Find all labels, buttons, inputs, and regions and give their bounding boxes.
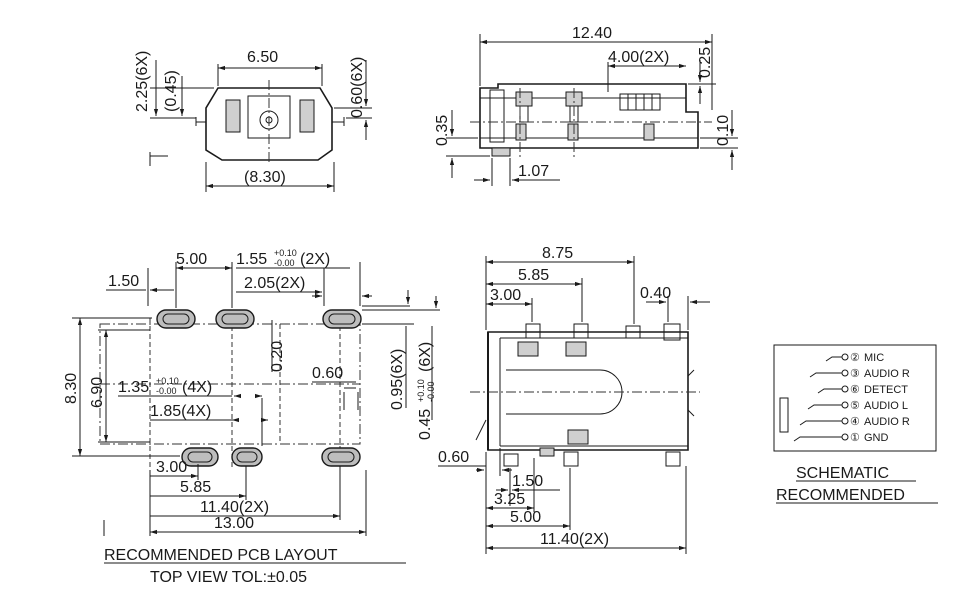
schematic-pin-number: ② bbox=[850, 352, 860, 364]
bottom-view: 8.75 5.85 3.00 0.40 0.60 1.50 3.25 5. bbox=[438, 245, 710, 554]
schematic-pin-terminal bbox=[841, 433, 849, 441]
dim-12-40: 12.40 bbox=[572, 25, 612, 42]
dim-pcb-1-35-tol-minus: -0.00 bbox=[156, 386, 177, 396]
dim-bv-0-40: 0.40 bbox=[640, 285, 671, 302]
dim-1-07: 1.07 bbox=[518, 163, 549, 180]
schematic-caption-sub: RECOMMENDED bbox=[776, 487, 905, 504]
schematic-pin-lead bbox=[793, 436, 842, 442]
dim-pcb-11-40-2x: 11.40(2X) bbox=[200, 499, 269, 516]
dim-pcb-1-55-tol-minus: -0.00 bbox=[274, 258, 295, 268]
dim-4-00-2x: 4.00(2X) bbox=[608, 49, 669, 66]
pcb-layout-view: 1.50 5.00 1.55 +0.10 -0.00 (2X) 2.05(2X)… bbox=[63, 248, 440, 586]
dim-pcb-0-45-count: (6X) bbox=[417, 342, 434, 372]
dim-pcb-1-35-count: (4X) bbox=[182, 379, 212, 396]
dim-pcb-1-55-count: (2X) bbox=[300, 251, 330, 268]
schematic-pin-lead bbox=[799, 420, 842, 426]
top-right-side-view: 12.40 4.00(2X) 0.25 0.10 0.35 1.07 bbox=[434, 25, 738, 186]
dim-0-10: 0.10 bbox=[715, 115, 732, 146]
dim-0-35: 0.35 bbox=[434, 115, 451, 146]
schematic-pin-terminal bbox=[841, 401, 849, 409]
schematic-frame bbox=[773, 344, 937, 452]
dim-bv-1-50: 1.50 bbox=[512, 473, 543, 490]
schematic-pin-row: ⑥ DETECT bbox=[817, 384, 908, 396]
pcb-pad-top-2 bbox=[215, 309, 255, 329]
schematic-jack bbox=[779, 397, 789, 433]
schematic-pin-list: ② MIC ③ AUDIO R ⑥ DETECT ⑤ AUDIO L ④ AUDIO R ① GND bbox=[793, 352, 910, 444]
dim-pcb-1-35: 1.35 bbox=[118, 379, 149, 396]
dim-bv-3-25: 3.25 bbox=[494, 491, 525, 508]
schematic-pin-label: DETECT bbox=[864, 384, 908, 396]
schematic-pin-label: AUDIO R bbox=[864, 416, 910, 428]
dim-0-45: (0.45) bbox=[163, 70, 180, 112]
schematic-pin-terminal bbox=[841, 369, 849, 377]
dim-pcb-1-55: 1.55 bbox=[236, 251, 267, 268]
dim-pcb-0-95-6x: 0.95(6X) bbox=[389, 349, 406, 410]
dim-pcb-0-45-tol-minus: -0.00 bbox=[426, 381, 436, 402]
top-left-end-view: 6.50 2.25(6X) (0.45) 0.60(6X) (8.30) bbox=[134, 49, 372, 192]
schematic-pin-lead bbox=[807, 404, 842, 410]
dim-pcb-0-45: 0.45 bbox=[417, 409, 434, 440]
pcb-pad-bottom-2 bbox=[231, 447, 263, 467]
dim-bv-11-40-2x: 11.40(2X) bbox=[540, 531, 609, 548]
pcb-caption-tolerance: TOP VIEW TOL:±0.05 bbox=[150, 569, 307, 586]
pcb-caption-title: RECOMMENDED PCB LAYOUT bbox=[104, 547, 338, 564]
dim-pcb-0-20: 0.20 bbox=[269, 341, 286, 372]
dim-pcb-8-30: 8.30 bbox=[63, 373, 80, 404]
schematic-caption-title: SCHEMATIC bbox=[796, 465, 889, 482]
schematic-pin-terminal bbox=[841, 353, 849, 361]
dim-2-25-6x: 2.25(6X) bbox=[134, 51, 151, 112]
schematic-pin-row: ④ AUDIO R bbox=[799, 416, 910, 428]
dim-pcb-2-05-2x: 2.05(2X) bbox=[244, 275, 305, 292]
pcb-pad-top-3 bbox=[322, 309, 362, 329]
dim-pcb-0-60: 0.60 bbox=[312, 365, 343, 382]
dim-bv-5-00: 5.00 bbox=[510, 509, 541, 526]
schematic-pin-label: AUDIO L bbox=[864, 400, 908, 412]
schematic-pin-number: ⑥ bbox=[850, 384, 860, 396]
schematic-pin-row: ① GND bbox=[793, 432, 889, 444]
dim-bv-3-00: 3.00 bbox=[490, 287, 521, 304]
schematic-pin-terminal bbox=[841, 385, 849, 393]
schematic-pin-lead bbox=[825, 356, 842, 362]
dim-bv-0-60: 0.60 bbox=[438, 449, 469, 466]
schematic-pin-label: MIC bbox=[864, 352, 884, 364]
dim-pcb-5-85: 5.85 bbox=[180, 479, 211, 496]
dim-0-25: 0.25 bbox=[697, 47, 714, 78]
dim-pcb-5-00: 5.00 bbox=[176, 251, 207, 268]
schematic-pin-number: ① bbox=[850, 432, 860, 444]
schematic-pin-number: ③ bbox=[850, 368, 860, 380]
schematic-pin-row: ⑤ AUDIO L bbox=[807, 400, 908, 412]
schematic-pin-number: ⑤ bbox=[850, 400, 860, 412]
dim-pcb-1-55-tol-plus: +0.10 bbox=[274, 248, 297, 258]
dim-pcb-1-50: 1.50 bbox=[108, 273, 139, 290]
dim-bv-5-85: 5.85 bbox=[518, 267, 549, 284]
schematic-pin-terminal bbox=[841, 417, 849, 425]
schematic-pin-label: AUDIO R bbox=[864, 368, 910, 380]
pcb-pad-top-1 bbox=[156, 309, 196, 329]
dim-8-30: (8.30) bbox=[244, 169, 286, 186]
pcb-outline bbox=[99, 323, 361, 445]
dim-bv-8-75: 8.75 bbox=[542, 245, 573, 262]
schematic-pin-label: GND bbox=[864, 432, 889, 444]
schematic-pin-lead bbox=[817, 388, 842, 394]
dim-pcb-13-00: 13.00 bbox=[214, 515, 254, 532]
schematic-pin-row: ② MIC bbox=[825, 352, 884, 364]
schematic-pin-row: ③ AUDIO R bbox=[809, 368, 910, 380]
schematic-pin-number: ④ bbox=[850, 416, 860, 428]
dim-pcb-6-90: 6.90 bbox=[89, 377, 106, 408]
dim-pcb-1-35-tol-plus: +0.10 bbox=[156, 376, 179, 386]
dim-pcb-3-00: 3.00 bbox=[156, 459, 187, 476]
dim-6-50: 6.50 bbox=[247, 49, 278, 66]
schematic-pin-lead bbox=[809, 372, 842, 378]
pcb-pad-bottom-1 bbox=[181, 447, 219, 467]
dim-pcb-0-45-tol-plus: +0.10 bbox=[416, 379, 426, 402]
dim-pcb-1-85-4x: 1.85(4X) bbox=[150, 403, 211, 420]
dim-0-60-6x: 0.60(6X) bbox=[349, 57, 366, 118]
pcb-pad-bottom-3 bbox=[321, 447, 361, 467]
